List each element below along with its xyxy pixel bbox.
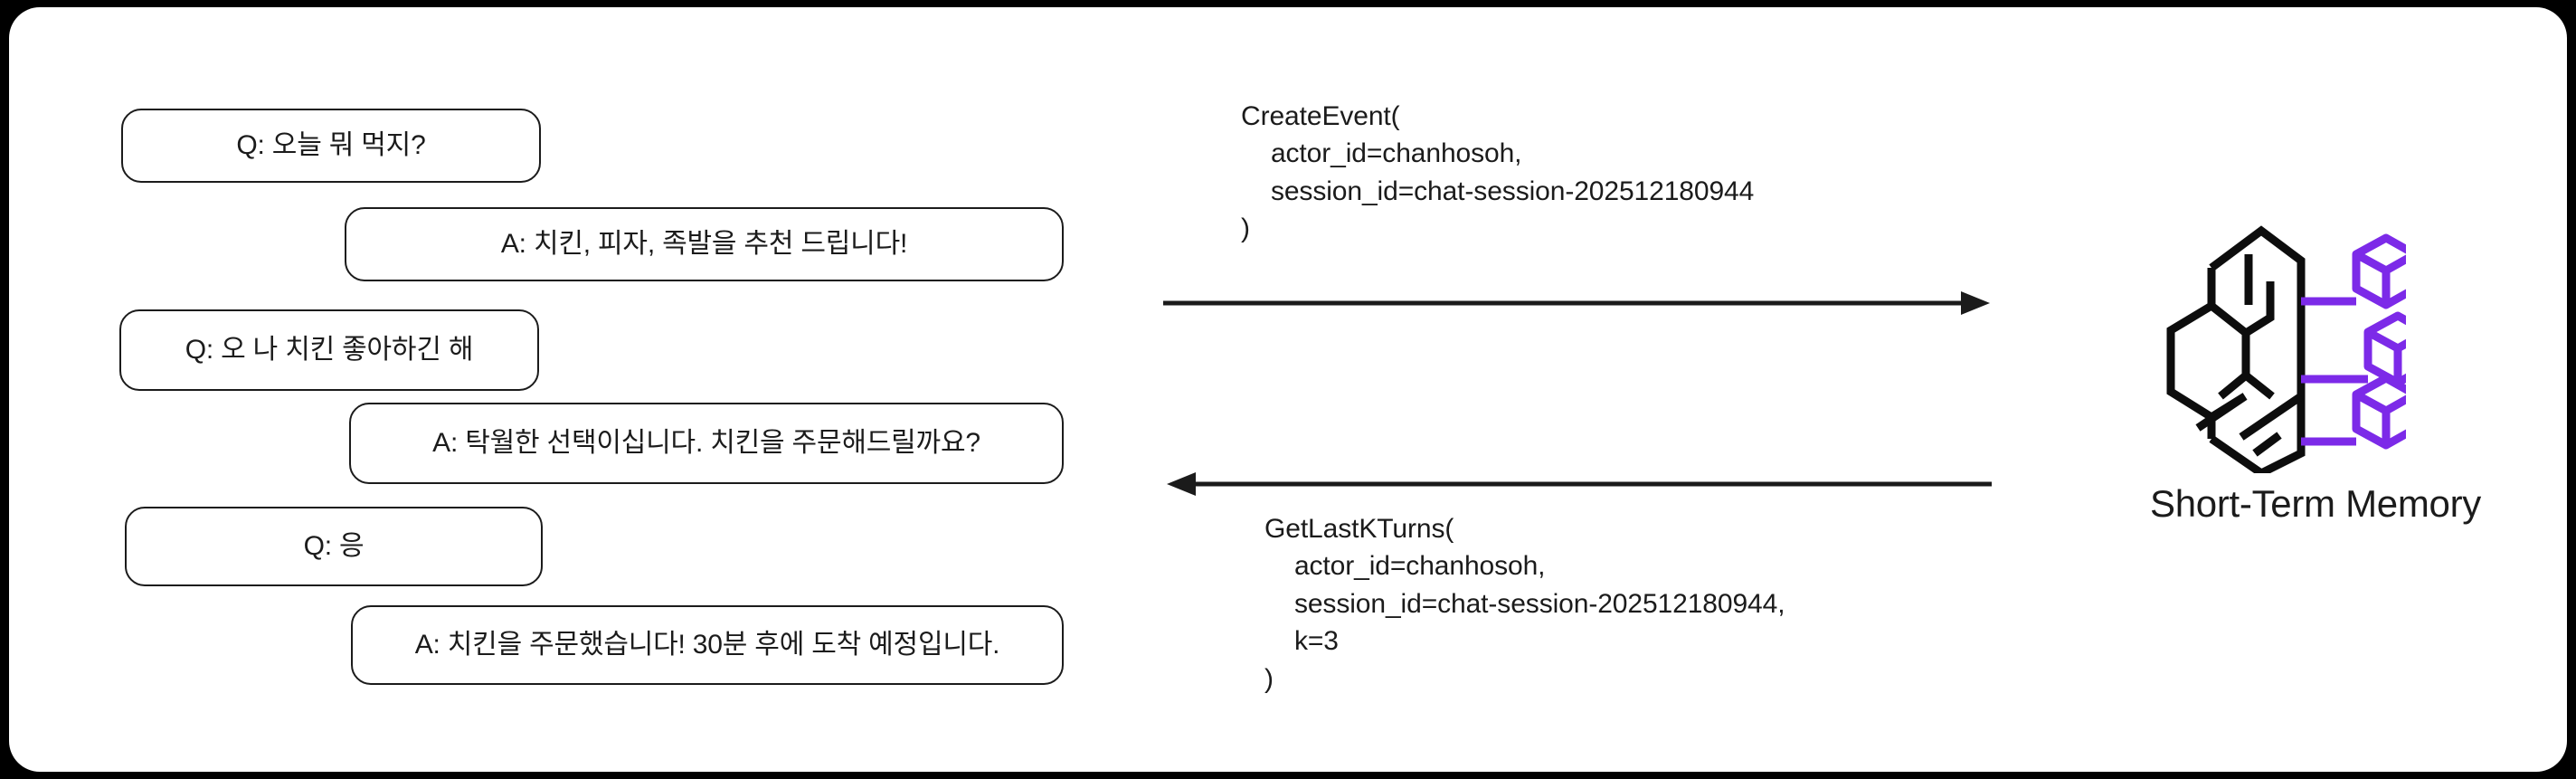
arrow-to-memory <box>1163 291 1990 315</box>
chat-bubble-answer-3[interactable]: A: 치킨을 주문했습니다! 30분 후에 도착 예정입니다. <box>351 605 1064 685</box>
memory-connector-lines <box>2301 297 2368 446</box>
arrow-head-left <box>1167 472 1196 496</box>
memory-cube-icon-1 <box>2352 233 2406 309</box>
short-term-memory-label: Short-Term Memory <box>2150 482 2481 525</box>
chat-bubble-question-3[interactable]: Q: 응 <box>125 507 543 586</box>
arrow-from-memory <box>1167 472 1992 496</box>
arrow-head-right <box>1961 291 1990 315</box>
diagram-page-surface: Q: 오늘 뭐 먹지? A: 치킨, 피자, 족발을 추천 드립니다! Q: 오… <box>9 7 2567 772</box>
get-last-k-turns-call-label: GetLastKTurns( actor_id=chanhosoh, sessi… <box>1264 514 1785 694</box>
chat-bubble-text: Q: 오늘 뭐 먹지? <box>236 130 426 160</box>
short-term-memory-node[interactable]: Short-Term Memory <box>2080 211 2551 564</box>
brain-outline <box>2166 225 2306 473</box>
memory-cube-icon-3 <box>2352 374 2406 450</box>
brain-with-cubes-icon <box>2166 225 2406 473</box>
memory-cube-icon-2 <box>2363 311 2406 387</box>
chat-bubble-question-2[interactable]: Q: 오 나 치킨 좋아하긴 해 <box>119 309 539 391</box>
chat-bubble-text: A: 치킨을 주문했습니다! 30분 후에 도착 예정입니다. <box>414 630 1000 660</box>
chat-bubble-question-1[interactable]: Q: 오늘 뭐 먹지? <box>121 109 541 183</box>
chat-bubble-text: Q: 오 나 치킨 좋아하긴 해 <box>185 335 474 365</box>
chat-bubble-text: A: 치킨, 피자, 족발을 추천 드립니다! <box>500 229 908 259</box>
chat-bubble-answer-1[interactable]: A: 치킨, 피자, 족발을 추천 드립니다! <box>345 207 1064 281</box>
chat-bubble-text: A: 탁월한 선택이십니다. 치킨을 주문해드릴까요? <box>432 428 980 458</box>
chat-bubble-text: Q: 응 <box>303 531 365 561</box>
create-event-call-label: CreateEvent( actor_id=chanhosoh, session… <box>1241 101 1755 244</box>
chat-bubble-answer-2[interactable]: A: 탁월한 선택이십니다. 치킨을 주문해드릴까요? <box>349 403 1064 484</box>
